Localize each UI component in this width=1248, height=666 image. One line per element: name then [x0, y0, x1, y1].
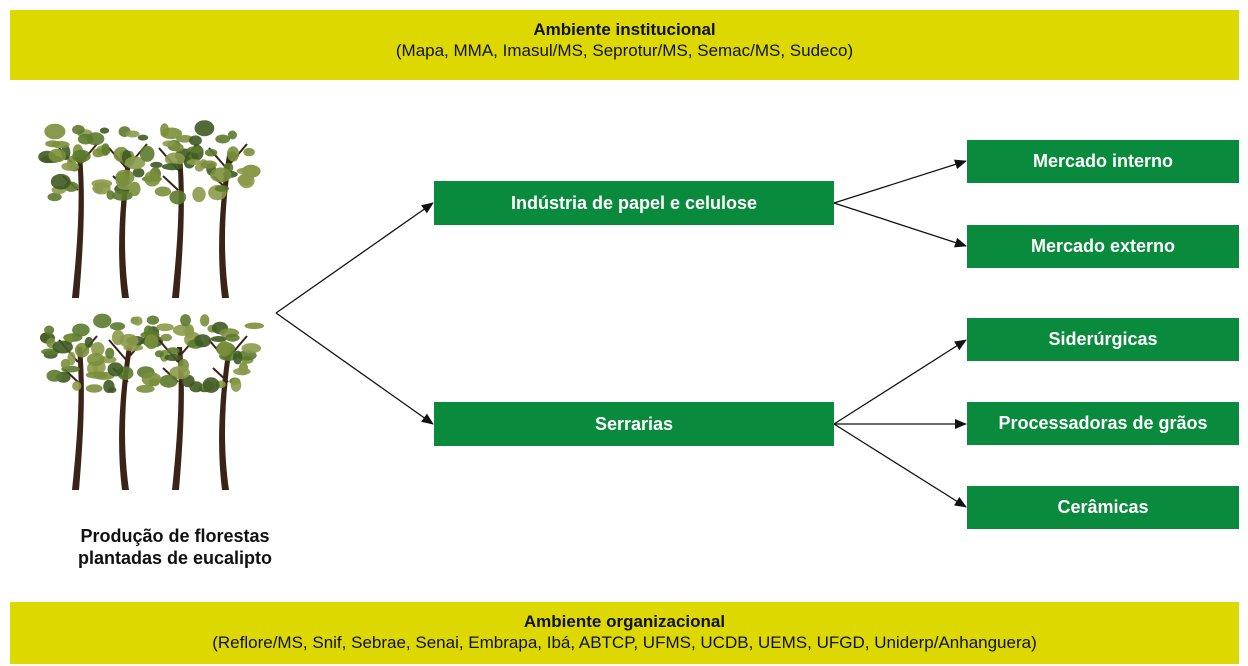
node-grain-processors-label: Processadoras de grãos	[998, 413, 1208, 433]
institutional-environment-members: (Mapa, MMA, Imasul/MS, Seprotur/MS, Sema…	[395, 41, 854, 60]
organizational-environment-title: Ambiente organizacional	[523, 612, 726, 631]
node-ceramics-label: Cerâmicas	[1057, 497, 1149, 517]
node-external-market-label: Mercado externo	[1030, 236, 1176, 256]
eucalyptus-tree	[187, 321, 265, 490]
eucalyptus-tree	[39, 323, 115, 490]
node-pulp-paper-industry-label: Indústria de papel e celulose	[510, 192, 758, 213]
node-pulp-paper-industry: Indústria de papel e celulose	[434, 181, 834, 225]
node-domestic-market: Mercado interno	[967, 140, 1239, 183]
arrow-serrarias-to-siderurgicas	[833, 339, 967, 425]
arrow-serrarias-to-ceramicas	[833, 423, 967, 508]
forest-production-label-line1: Produção de florestas	[80, 526, 270, 546]
node-domestic-market-label: Mercado interno	[1032, 151, 1174, 171]
eucalyptus-tree	[38, 123, 111, 298]
node-ceramics: Cerâmicas	[967, 486, 1239, 529]
node-grain-processors: Processadoras de grãos	[967, 402, 1239, 445]
node-sawmills: Serrarias	[434, 402, 834, 446]
institutional-environment-band: Ambiente institucional (Mapa, MMA, Imasu…	[10, 10, 1239, 80]
organizational-environment-members: (Reflore/MS, Snif, Sebrae, Senai, Embrap…	[212, 633, 1037, 652]
eucalyptus-tree	[86, 126, 149, 298]
eucalyptus-tree	[85, 313, 164, 490]
forest-production-label: Produção de florestas plantadas de eucal…	[20, 525, 330, 569]
arrow-papel-to-mercado-externo	[833, 202, 967, 248]
arrow-forest-to-papel	[275, 202, 434, 314]
node-steel-mills-label: Siderúrgicas	[1048, 329, 1158, 349]
node-external-market: Mercado externo	[967, 225, 1239, 268]
node-sawmills-label: Serrarias	[594, 413, 674, 434]
arrow-forest-to-serrarias	[275, 312, 434, 425]
organizational-environment-band: Ambiente organizacional (Reflore/MS, Sni…	[10, 602, 1239, 664]
forest-production-label-line2: plantadas de eucalipto	[77, 548, 273, 568]
institutional-environment-title: Ambiente institucional	[533, 20, 716, 39]
eucalyptus-trees-icon	[38, 120, 265, 490]
eucalyptus-tree	[186, 120, 261, 298]
arrow-papel-to-mercado-interno	[833, 159, 967, 204]
node-steel-mills: Siderúrgicas	[967, 318, 1239, 361]
